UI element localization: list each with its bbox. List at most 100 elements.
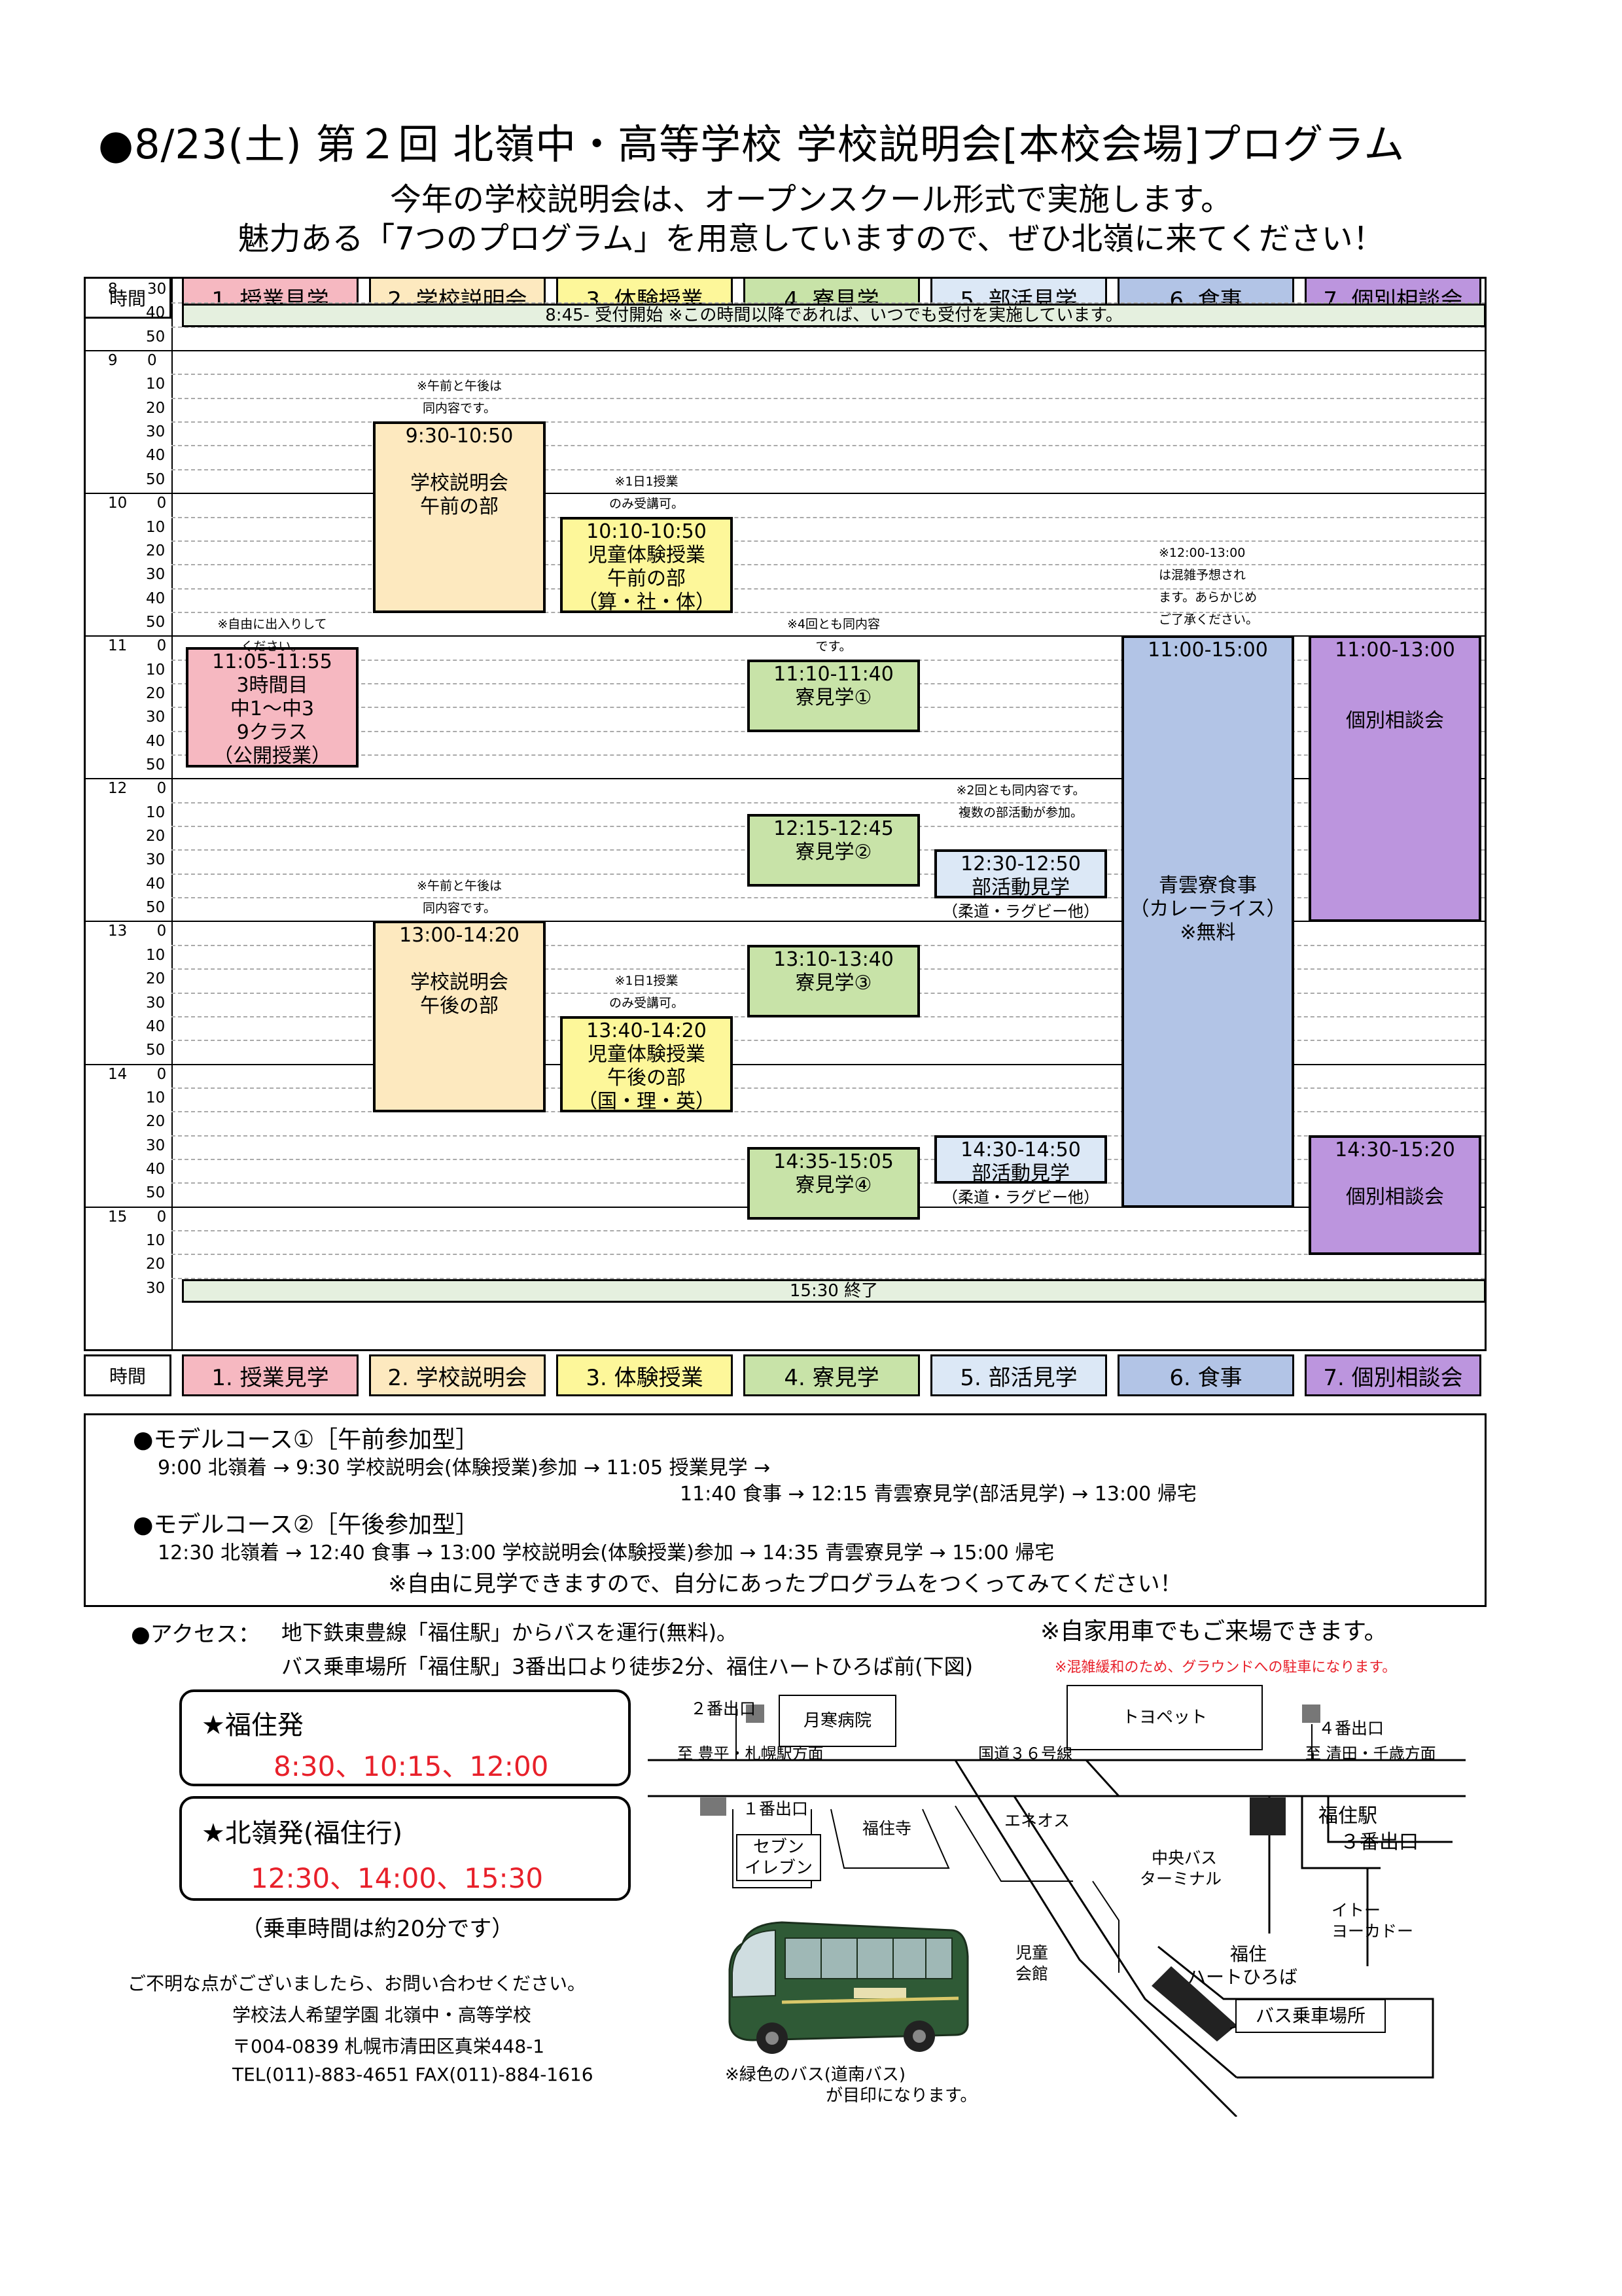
minute-gridline [171,1040,1485,1042]
event-text: 青雲寮食事 [1159,874,1257,898]
reception-band: 8:45- 受付開始 ※この時間以降であれば、いつでも受付を実施しています。 [182,304,1486,328]
same-content-note-pm: ※午前と午後は同内容です。 [371,875,548,919]
event-text: 9クラス [236,721,308,745]
ride-time-note: （乗車時間は約20分です） [241,1916,514,1942]
hokurei-departure-box: ★北嶺発(福住行) 12:30、14:00、15:30 [179,1796,631,1901]
event-text [1124,686,1292,709]
event-text: 寮見学① [795,686,872,709]
map-fukujuji: 福住寺 [862,1819,912,1838]
end-band: 15:30 終了 [182,1279,1486,1303]
map-kaikan: 会館 [1015,1964,1049,1983]
note-line: のみ受講可。 [608,496,684,511]
access-line-1: 地下鉄東豊線「福住駅」からバスを運行(無料)。 [281,1620,737,1645]
minute-gridline [171,1087,1485,1089]
event-text [376,947,543,971]
event-text [1124,827,1292,851]
bus-caption-1: ※緑色のバス(道南バス) [725,2065,906,2085]
access-car-note: ※自家用車でもご来場できます。 [1040,1618,1388,1645]
event-text: （算・社・体） [578,590,715,614]
event-text: （公開授業） [213,745,331,768]
note-line: は混雑予想され [1159,567,1246,582]
free-entry-note: ※自由に出入りしてください。 [184,613,361,658]
time-row-label: 30 [146,851,166,869]
hokurei-title: ★北嶺発(福住行) [202,1818,403,1848]
time-row-label: 9 0 [108,352,157,370]
map-exit-2: ２番出口 [690,1699,756,1718]
event-text: （国・理・英） [578,1089,715,1113]
event-text: （カレーライス） [1129,898,1286,921]
map-fukuzumi-station: 福住駅 [1318,1805,1377,1828]
event-time: 14:30-14:50 [961,1138,1081,1161]
event-text: 午後の部 [420,995,499,1018]
time-row-label: 10 [146,1232,166,1249]
map-yokado: ヨーカドー [1331,1922,1414,1941]
time-row-label: 14 0 [108,1065,167,1083]
minute-gridline [171,1277,1485,1279]
note-line: ※自由に出入りして [217,616,327,631]
event-text [1124,709,1292,733]
hour-gridline [86,778,1485,780]
map-to-kiyota: 至 清田・千歳方面 [1305,1744,1436,1763]
event-text [1311,662,1479,686]
map-seven-label: セブン [752,1837,804,1857]
note-line: ご了承ください。 [1159,612,1259,627]
event-time: 11:05-11:55 [212,650,332,674]
header-program-4: 4. 寮見学 [743,1354,920,1396]
access-map [648,1704,1466,2117]
event-text [1124,733,1292,756]
time-row-label: 40 [146,1017,166,1035]
event-text [1124,780,1292,804]
minute-gridline [171,445,1485,447]
time-row-label: 50 [146,328,166,345]
event-text: 学校説明会 [410,971,508,995]
header-program-5: 5. 部活見学 [930,1354,1107,1396]
event-time: 11:00-15:00 [1148,639,1268,662]
map-jido: 児童 [1015,1943,1049,1962]
green-bus-image [728,1921,969,2054]
event-time: 9:30-10:50 [405,425,514,448]
note-line: ※午前と午後は [417,379,502,394]
minute-gridline [171,754,1485,756]
minute-gridline [171,611,1485,613]
time-row-label: 50 [146,1042,166,1059]
time-row-label: 40 [146,590,166,607]
fukuzumi-title: ★福住発 [202,1710,304,1740]
note-line: のみ受講可。 [608,996,684,1011]
event-text: 個別相談会 [1346,709,1444,733]
note-line: ください。 [241,639,304,654]
event-time: 13:10-13:40 [773,947,894,971]
event-text [1124,662,1292,686]
fukuzumi-departure-box: ★福住発 8:30、10:15、12:00 [179,1689,631,1786]
map-bus-stop: バス乗車場所 [1235,1999,1386,2033]
minute-gridline [171,802,1485,804]
time-row-label: 30 [146,1137,166,1154]
header-program-3: 3. 体験授業 [556,1354,733,1396]
event-text: 児童体験授業 [588,543,705,567]
event-text: 学校説明会 [410,472,508,495]
minute-gridline [171,897,1485,899]
event-text: 部活動見学 [972,1161,1070,1185]
note-line: ※12:00-13:00 [1159,545,1246,560]
minute-gridline [171,397,1485,399]
event-time: 13:40-14:20 [586,1019,707,1042]
minute-gridline [171,588,1485,590]
event-time: 14:35-15:05 [773,1150,894,1173]
course-2-line-1: 12:30 北嶺着 → 12:40 食事 → 13:00 学校説明会(体験授業)… [158,1542,1055,1564]
minute-gridline [171,468,1485,470]
note-line: ※1日1授業 [614,974,679,989]
time-row-label: 20 [146,828,166,845]
time-row-label: 30 [146,709,166,726]
event-time: 11:10-11:40 [773,662,894,686]
map-exit-3: ３番出口 [1340,1831,1419,1854]
subtitle-2: 魅力ある「7つのプログラム」を用意していますので、ぜひ北嶺に来てください！ [238,221,1384,257]
time-row-label: 40 [146,447,166,465]
map-tsukisamu-hospital: 月寒病院 [779,1695,896,1747]
minute-gridline [171,540,1485,542]
